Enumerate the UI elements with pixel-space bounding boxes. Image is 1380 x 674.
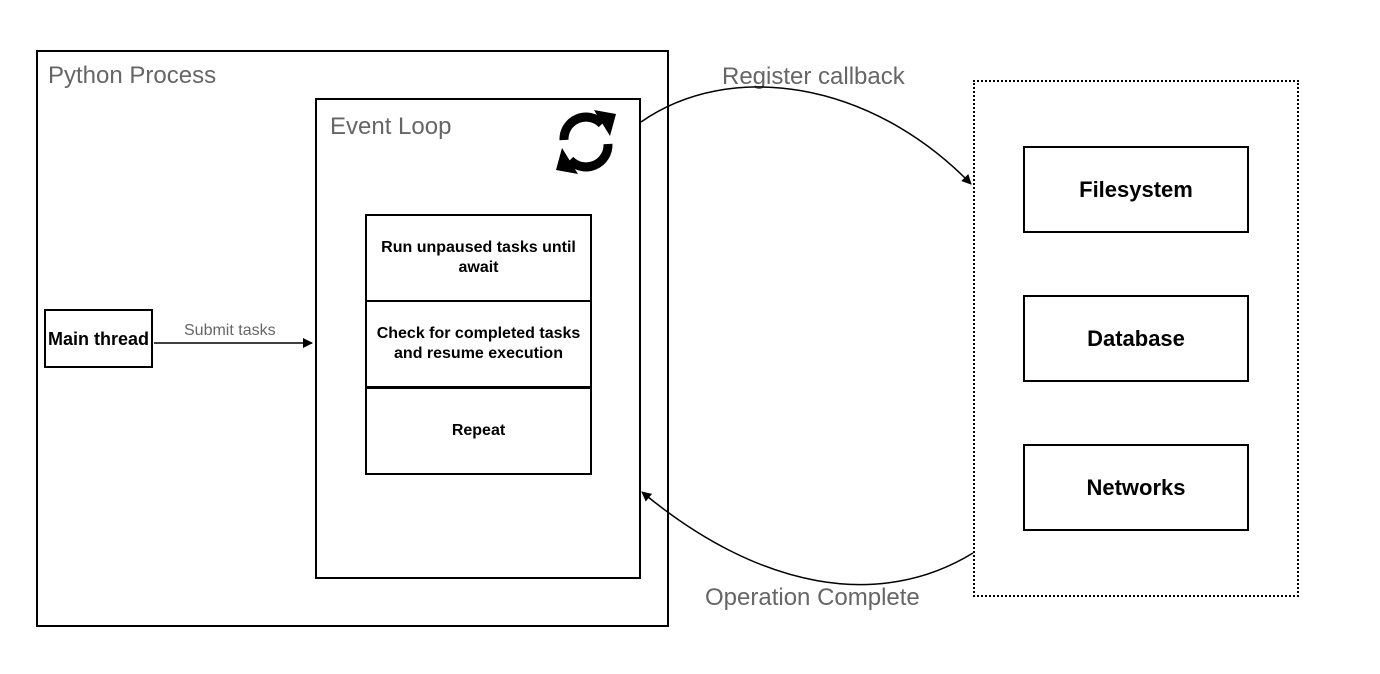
operation-complete-label: Operation Complete xyxy=(705,584,920,611)
main-thread-label: Main thread xyxy=(47,328,149,349)
step-repeat: Repeat xyxy=(365,387,592,475)
external-resources-group xyxy=(973,80,1299,597)
register-callback-label: Register callback xyxy=(722,63,905,90)
submit-tasks-label: Submit tasks xyxy=(184,322,276,339)
resource-database: Database xyxy=(1023,295,1249,382)
resource-networks: Networks xyxy=(1023,444,1249,531)
refresh-icon xyxy=(556,110,616,174)
event-loop-title: Event Loop xyxy=(330,113,452,140)
register-callback-arrow xyxy=(640,86,972,185)
step-check-completed: Check for completed tasks and resume exe… xyxy=(365,300,592,388)
python-process-title: Python Process xyxy=(48,62,217,89)
resource-filesystem: Filesystem xyxy=(1023,146,1249,233)
step-run-tasks: Run unpaused tasks until await xyxy=(365,214,592,302)
operation-complete-arrow xyxy=(641,491,974,586)
main-thread-box: Main thread xyxy=(44,309,153,368)
